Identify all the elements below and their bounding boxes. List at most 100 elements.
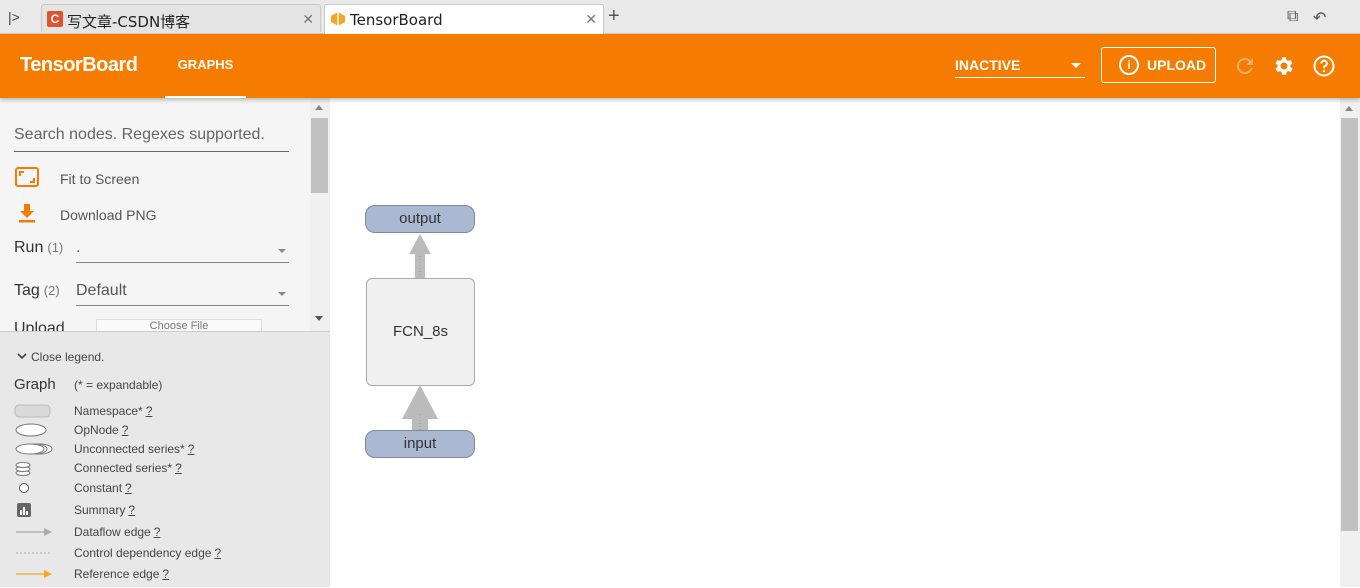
dataflow-edge-input-namespace	[402, 385, 438, 432]
chevron-down-icon	[17, 350, 31, 364]
download-png-button[interactable]: Download PNG	[14, 202, 294, 228]
run-select[interactable]: .	[76, 239, 289, 263]
help-icon[interactable]	[1312, 54, 1336, 78]
help-link[interactable]: ?	[145, 404, 153, 418]
app-brand: TensorBoard	[20, 54, 138, 76]
browser-tab-title: 写文章-CSDN博客	[67, 13, 191, 31]
tag-select[interactable]: Default	[76, 282, 289, 306]
legend-heading: Graph	[14, 376, 56, 393]
app-header: TensorBoard GRAPHS INACTIVE i UPLOAD	[0, 34, 1360, 98]
opnode-symbol-icon	[14, 421, 54, 439]
browser-tab-csdn[interactable]: C 写文章-CSDN博客 ✕	[41, 4, 321, 32]
search-input[interactable]: Search nodes. Regexes supported.	[14, 126, 289, 152]
legend-item-connected-series: Connected series*?	[14, 459, 314, 477]
help-link[interactable]: ?	[175, 461, 182, 475]
help-link[interactable]: ?	[153, 525, 161, 539]
active-tab-indicator	[165, 96, 246, 98]
help-link[interactable]: ?	[121, 423, 129, 437]
tag-selector: Tag(2) Default	[14, 278, 290, 308]
summary-symbol-icon	[14, 501, 54, 519]
constant-symbol-icon	[14, 479, 54, 497]
legend-item-label: OpNode	[74, 423, 119, 437]
choose-file-button[interactable]: Choose File	[96, 319, 262, 331]
close-legend-toggle[interactable]: Close legend.	[17, 350, 104, 364]
scroll-up-icon[interactable]	[1345, 106, 1353, 111]
controls-scrollbar[interactable]	[310, 98, 330, 331]
legend-item-namespace: Namespace*?	[14, 402, 314, 420]
undo-close-tab-icon[interactable]: ↶	[1313, 10, 1327, 27]
browser-tab-title: TensorBoard	[350, 11, 443, 29]
upload-label: Upload	[14, 320, 65, 331]
run-count: (1)	[47, 240, 64, 255]
run-status-value: INACTIVE	[955, 57, 1021, 73]
tab-graphs[interactable]: GRAPHS	[165, 34, 246, 98]
help-link[interactable]: ?	[125, 481, 132, 495]
new-tab-button[interactable]: +	[608, 5, 620, 27]
run-value: .	[76, 239, 81, 256]
chevron-down-icon	[278, 249, 286, 253]
reload-icon[interactable]	[1233, 54, 1257, 78]
graph-node-output[interactable]: output	[365, 205, 475, 233]
left-panel: Search nodes. Regexes supported. Fit to …	[0, 98, 330, 587]
fit-to-screen-button[interactable]: Fit to Screen	[14, 166, 294, 192]
fit-screen-icon	[14, 166, 40, 190]
graph-canvas[interactable]: output FCN_8s input	[331, 98, 1340, 587]
legend-item-summary: Summary?	[14, 501, 314, 519]
legend-item-control-dependency-edge: Control dependency edge?	[14, 544, 314, 562]
close-legend-label: Close legend.	[31, 350, 105, 364]
legend-item-label: Namespace*	[74, 404, 143, 418]
graph-node-input[interactable]: input	[365, 430, 475, 458]
run-status-select[interactable]: INACTIVE	[955, 54, 1085, 78]
legend-item-label: Constant	[74, 481, 123, 495]
legend-subheading: (* = expandable)	[74, 378, 163, 392]
graph-namespace-fcn-8s[interactable]: FCN_8s	[366, 278, 475, 386]
legend-item-dataflow-edge: Dataflow edge?	[14, 523, 314, 541]
control-edge-symbol-icon	[14, 544, 54, 562]
reference-edge-symbol-icon	[14, 565, 54, 583]
scroll-up-icon[interactable]	[315, 105, 323, 110]
connected-series-symbol-icon	[14, 459, 54, 477]
namespace-symbol-icon	[14, 402, 54, 420]
scrollbar-thumb[interactable]	[311, 118, 328, 193]
scrollbar-thumb[interactable]	[1341, 118, 1358, 531]
legend-item-opnode: OpNode?	[14, 421, 314, 439]
tag-label: Tag	[14, 282, 40, 299]
graph-controls: Search nodes. Regexes supported. Fit to …	[0, 98, 330, 331]
unconnected-series-symbol-icon	[14, 440, 54, 458]
legend-item-label: Reference edge	[74, 567, 160, 581]
browser-tab-tensorboard[interactable]: TensorBoard ✕	[324, 4, 604, 34]
help-link[interactable]: ?	[162, 567, 170, 581]
csdn-favicon-icon: C	[47, 11, 63, 27]
legend-item-label: Connected series*	[74, 461, 173, 475]
gear-icon[interactable]	[1272, 54, 1296, 78]
legend-item-label: Unconnected series*	[74, 442, 185, 456]
upload-button-label: UPLOAD	[1147, 57, 1207, 73]
close-tab-icon[interactable]: ✕	[302, 11, 314, 27]
tensorboard-favicon-icon	[330, 11, 346, 27]
legend-item-constant: Constant?	[14, 479, 314, 497]
help-link[interactable]: ?	[187, 442, 195, 456]
sidebar-toggle-icon[interactable]: |>	[8, 9, 20, 25]
close-tab-icon[interactable]: ✕	[585, 11, 597, 27]
scroll-down-icon[interactable]	[315, 316, 323, 321]
help-link[interactable]: ?	[214, 546, 222, 560]
info-icon: i	[1119, 55, 1139, 75]
canvas-scrollbar[interactable]	[1340, 98, 1360, 587]
download-png-label: Download PNG	[60, 207, 157, 223]
run-selector: Run(1) .	[14, 235, 290, 265]
upload-button[interactable]: i UPLOAD	[1101, 47, 1216, 83]
download-icon	[14, 202, 40, 226]
dataflow-edge-namespace-output	[409, 234, 431, 278]
legend-item-unconnected-series: Unconnected series*?	[14, 440, 314, 458]
fit-to-screen-label: Fit to Screen	[60, 171, 140, 187]
browser-tab-strip: |> C 写文章-CSDN博客 ✕ TensorBoard ✕ + ⧉ ↶	[0, 0, 1360, 34]
chevron-down-icon	[1071, 63, 1081, 68]
tag-count: (2)	[43, 283, 60, 298]
dataflow-edge-symbol-icon	[14, 523, 54, 541]
tag-value: Default	[76, 282, 127, 299]
legend-item-label: Control dependency edge	[74, 546, 212, 560]
legend-panel: Close legend. Graph (* = expandable) Nam…	[0, 331, 330, 587]
help-link[interactable]: ?	[128, 503, 136, 517]
legend-item-label: Summary	[74, 503, 126, 517]
restore-window-icon[interactable]: ⧉	[1287, 8, 1299, 25]
